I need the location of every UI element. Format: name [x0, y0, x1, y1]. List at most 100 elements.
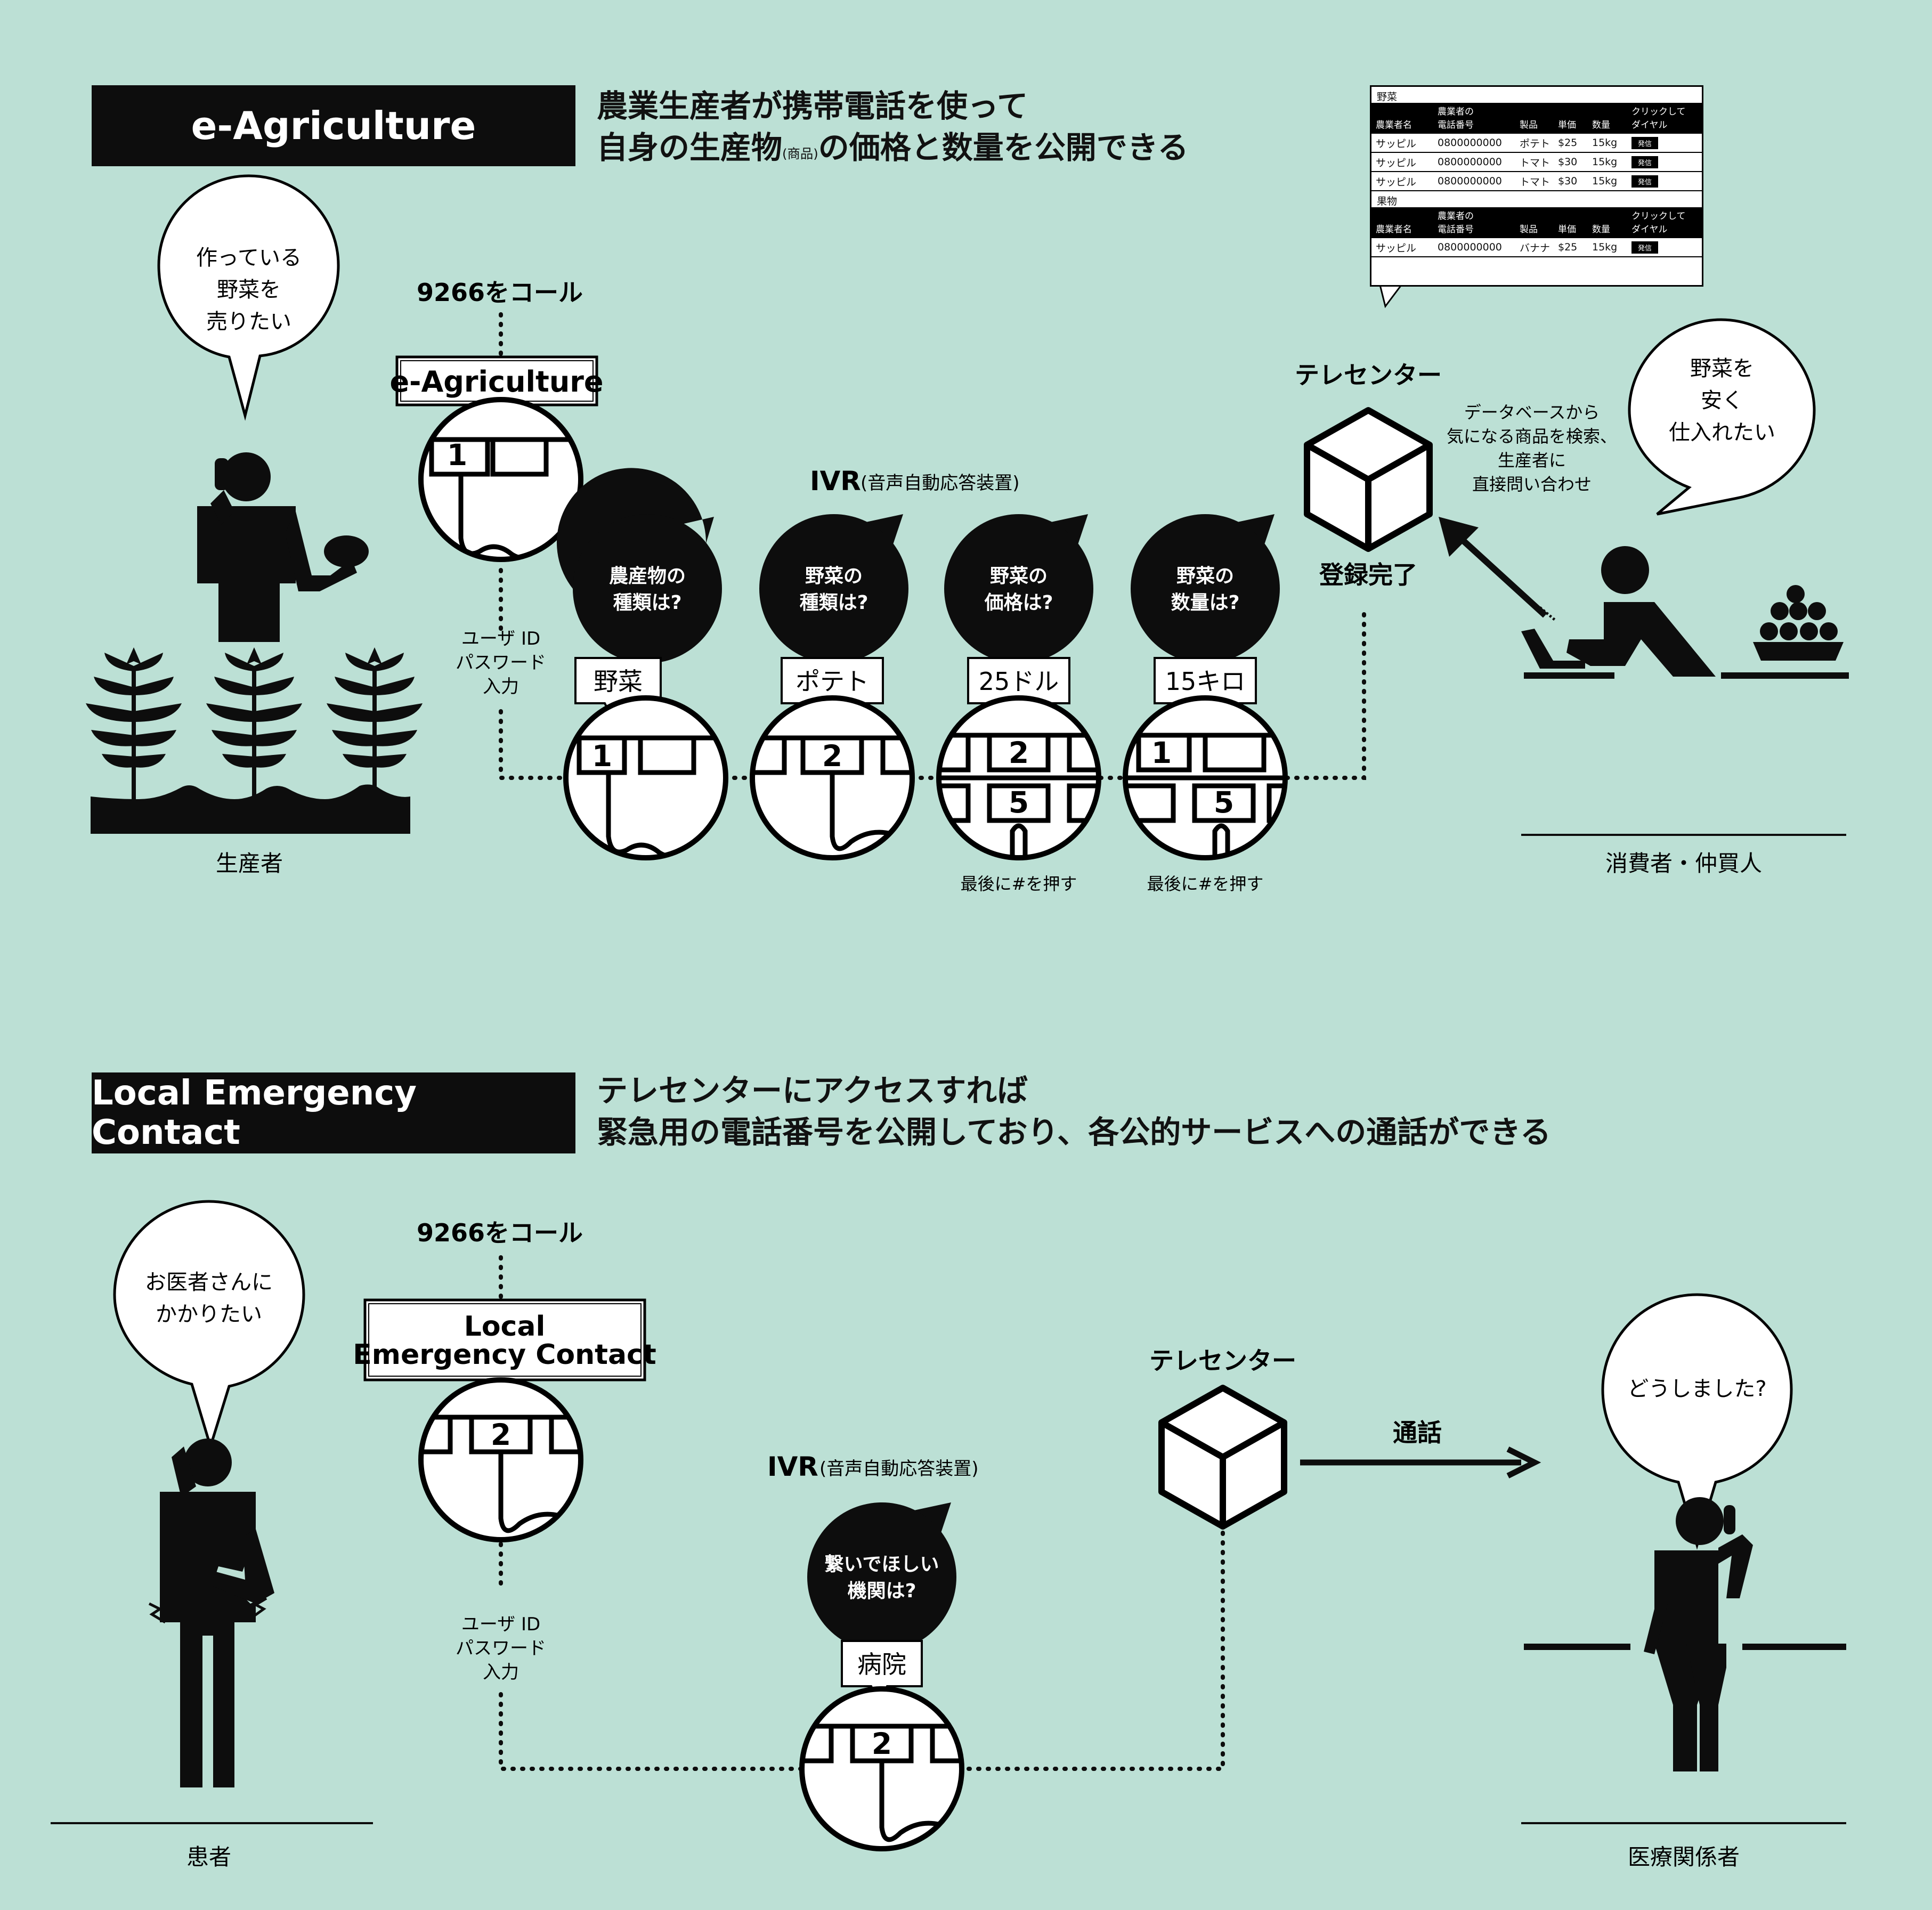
cell-unit-price: $25	[1558, 241, 1578, 253]
ivr-label-2: IVR	[767, 1451, 818, 1482]
keypad-login-icon-2: 2	[418, 1377, 583, 1542]
svg-text:1: 1	[592, 739, 612, 773]
cell-phone: 0800000000	[1438, 137, 1502, 149]
dial-button[interactable]: 発信	[1631, 136, 1659, 149]
call-9266-label-2: 9266をコール	[417, 1218, 583, 1247]
search-note-line-2: 気になる商品を検索、	[1447, 426, 1617, 446]
th2-click-to-dial: クリックしてダイヤル	[1631, 211, 1686, 235]
keypad-login-icon: 1	[418, 397, 583, 562]
section2-heading-line-1: テレセンターにアクセスすれば	[597, 1072, 1028, 1109]
th2-product: 製品	[1520, 224, 1538, 235]
cell-quantity: 15kg	[1592, 156, 1618, 168]
question-bubble-2: 野菜の 種類は?	[759, 514, 908, 663]
cell-farmer-name: サッピル	[1376, 176, 1417, 188]
cell-farmer-name: サッピル	[1376, 242, 1417, 254]
keypad-step-4-icon: 1 5	[1123, 695, 1288, 860]
heading-line-2-post: の価格と数量を公開できる	[818, 129, 1189, 166]
svg-text:2: 2	[872, 1727, 892, 1761]
svg-text:1: 1	[447, 438, 467, 472]
th-product: 製品	[1520, 120, 1538, 131]
patient-speech-bubble: お医者さんに かかりたい	[113, 1200, 305, 1451]
doctor-baseline	[1521, 1822, 1846, 1824]
section2-title: Local Emergency Contact	[92, 1074, 417, 1152]
section2-heading-line-2: 緊急用の電話番号を公開しており、各公的サービスへの通話ができる	[597, 1114, 1552, 1151]
farmer-bubble-line-3: 売りたい	[206, 310, 291, 334]
th-farmer-name: 農業者名	[1376, 120, 1412, 131]
doctor-speech-bubble: どうしました?	[1601, 1293, 1793, 1550]
flow-dotted-lines	[499, 312, 1366, 780]
th-click-to-dial: クリックしてダイヤル	[1631, 107, 1686, 131]
farmer-bubble-line-2: 野菜を	[217, 278, 281, 302]
hash-note-2: 最後に#を押す	[1147, 874, 1264, 894]
answer-3-text: 25ドル	[979, 667, 1059, 696]
question-4-line-2: 数量は?	[1171, 592, 1240, 614]
section2-heading: テレセンターにアクセスすれば 緊急用の電話番号を公開しており、各公的サービスへの…	[597, 1070, 1551, 1153]
section1-title-bar: e-Agriculture	[92, 85, 575, 166]
svg-text:2: 2	[491, 1418, 511, 1452]
dial-button[interactable]: 発信	[1631, 241, 1659, 254]
svg-text:1: 1	[1151, 736, 1172, 770]
cell-product: トマト	[1520, 157, 1551, 169]
section1-heading: 農業生産者が携帯電話を使って 自身の生産物(商品)の価格と数量を公開できる	[597, 85, 1189, 169]
section1-heading-line-1: 農業生産者が携帯電話を使って	[597, 88, 1028, 124]
product-database-table: 野菜 農業者名 農業者の電話番号 製品 単価 数量 クリックしてダイヤル サッピ…	[1370, 85, 1703, 287]
dial-button[interactable]: 発信	[1631, 156, 1659, 168]
search-arrow-icon	[1439, 517, 1557, 622]
cell-quantity: 15kg	[1592, 241, 1618, 253]
answer-2-text: ポテト	[795, 667, 869, 696]
cell-unit-price: $30	[1558, 156, 1578, 168]
login-note2-line-2: パスワード	[456, 1638, 546, 1659]
consumer-baseline	[1521, 834, 1846, 836]
telecenter-cube-icon-2	[1158, 1385, 1287, 1530]
answer-box-2: ポテト	[781, 657, 884, 722]
question-4-line-1: 野菜の	[1176, 565, 1234, 587]
cell-unit-price: $25	[1558, 137, 1578, 149]
question-bubble-1: 農産物の 種類は?	[557, 468, 722, 663]
cell-quantity: 15kg	[1592, 175, 1618, 187]
cell-farmer-name: サッピル	[1376, 157, 1417, 169]
svg-text:5: 5	[1214, 785, 1234, 819]
th2-phone: 農業者の電話番号	[1438, 211, 1474, 235]
dial-button[interactable]: 発信	[1631, 175, 1659, 188]
emergency-question-line-1: 繋いでほしい	[825, 1554, 939, 1575]
dial-button: 発信	[1631, 136, 1690, 149]
doctor-figure-icon	[1524, 1497, 1846, 1771]
heading-line-2-pre: 自身の生産物	[597, 129, 783, 166]
call-arrow-icon	[1300, 1446, 1541, 1478]
cell-product: ポテト	[1520, 137, 1551, 150]
answer-box-3: 25ドル	[967, 657, 1070, 722]
question-bubble-3: 野菜の 価格は?	[944, 514, 1093, 663]
th2-quantity: 数量	[1592, 224, 1610, 235]
cell-product: バナナ	[1520, 242, 1551, 254]
table-callout-tail	[1379, 284, 1403, 308]
patient-label: 患者	[186, 1844, 231, 1870]
login-note-line-3: 入力	[483, 676, 519, 697]
dial-button: 発信	[1631, 241, 1690, 254]
cell-product: トマト	[1520, 176, 1551, 188]
app-sign-e-agriculture: e-Agriculture	[389, 355, 604, 407]
table-category-vegetables: 野菜	[1377, 91, 1398, 103]
patient-bubble-line-1: お医者さんに	[145, 1270, 273, 1295]
call-9266-label: 9266をコール	[417, 278, 583, 307]
login-note2-line-1: ユーザ ID	[461, 1614, 540, 1635]
question-2-line-1: 野菜の	[805, 565, 863, 587]
consumer-speech-bubble: 野菜を 安く 仕入れたい	[1628, 318, 1816, 516]
app-sign-line-2: Emergency Contact	[353, 1339, 656, 1371]
ivr-label: IVR	[810, 466, 861, 497]
doctor-bubble-text: どうしました?	[1627, 1377, 1766, 1401]
answer-1-text: 野菜	[594, 667, 643, 696]
th2-unit-price: 単価	[1558, 224, 1576, 235]
call-arrow-label: 通話	[1393, 1418, 1442, 1447]
question-bubble-emergency: 繋いでほしい 機関は?	[807, 1502, 956, 1652]
search-note-line-3: 生産者に	[1498, 450, 1566, 470]
registration-done-label: 登録完了	[1319, 560, 1417, 589]
farmer-bubble-line-1: 作っている	[196, 246, 302, 270]
dial-button: 発信	[1631, 175, 1690, 188]
keypad-step-1-icon: 1	[563, 695, 728, 860]
th-phone: 農業者の電話番号	[1438, 107, 1474, 131]
hash-note-1: 最後に#を押す	[961, 874, 1077, 894]
consumer-bubble-line-1: 野菜を	[1690, 356, 1754, 381]
search-note-line-4: 直接問い合わせ	[1472, 474, 1592, 494]
patient-figure-icon	[148, 1438, 274, 1787]
